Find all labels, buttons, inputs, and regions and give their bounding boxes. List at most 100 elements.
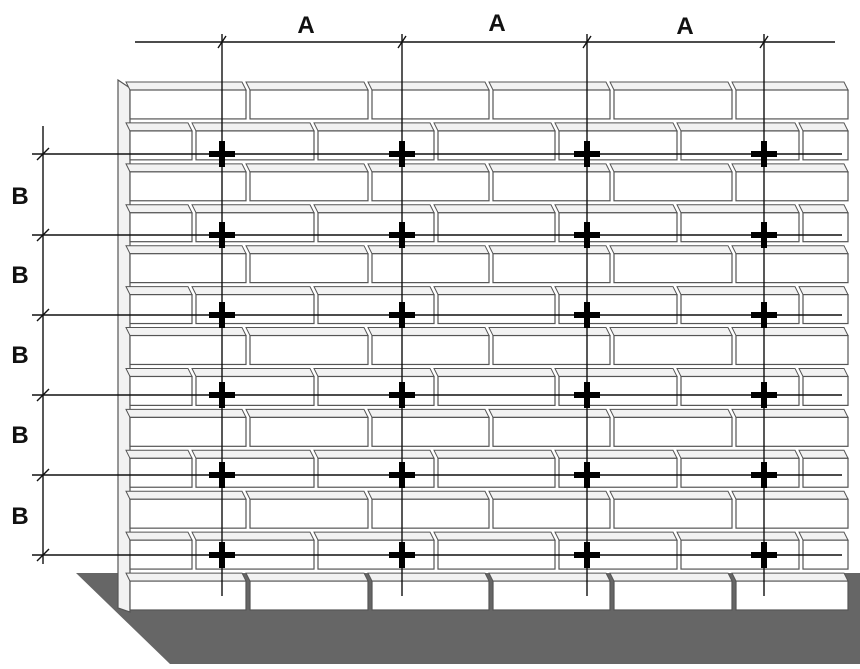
brick-top-face (125, 122, 193, 132)
cross-anchor-icon (584, 462, 590, 488)
brick (371, 416, 490, 447)
brick (129, 294, 193, 325)
brick-top-face (676, 449, 800, 459)
brick (437, 375, 556, 406)
brick (129, 457, 193, 488)
horizontal-dimension-tick (217, 35, 227, 49)
brick-top-face (245, 245, 369, 255)
brick-top-face (554, 449, 678, 459)
dimension-label-b-2: B (11, 262, 28, 289)
brick-top-face (125, 204, 193, 214)
brick (802, 294, 849, 325)
brick (129, 130, 193, 161)
brick (371, 334, 490, 366)
horizontal-dimension-tick (397, 35, 407, 49)
brick (129, 253, 247, 284)
brick (735, 334, 849, 366)
brick (371, 89, 490, 120)
brick (613, 580, 733, 611)
brick (680, 457, 800, 488)
cross-anchor-icon (219, 302, 225, 328)
brick-top-face (367, 81, 490, 91)
brick-top-face (125, 408, 247, 418)
cross-anchor-icon (399, 542, 405, 568)
cross-anchor-icon (219, 141, 225, 167)
brick (249, 580, 369, 611)
brick-top-face (433, 286, 556, 296)
brick-top-face (609, 327, 733, 337)
brick (129, 171, 247, 202)
brick-top-face (609, 163, 733, 173)
brick-top-face (731, 490, 849, 500)
dimension-label-a-1: A (297, 12, 314, 39)
cross-anchor-icon (761, 542, 767, 568)
brick (680, 294, 800, 325)
brick-top-face (676, 122, 800, 132)
dimension-label-b-4: B (11, 422, 28, 449)
vertical-dimension-tick (36, 468, 50, 482)
dimension-labels: A A A B B B B B (11, 10, 693, 530)
brick-top-face (125, 367, 193, 377)
brick-top-face (433, 122, 556, 132)
brick (249, 416, 369, 447)
wall-side-face (117, 78, 131, 613)
anchor-markers (209, 141, 777, 568)
brick-top-face (191, 449, 315, 459)
brick (437, 294, 556, 325)
brick (195, 375, 315, 406)
brick (735, 498, 849, 529)
cross-anchor-icon (399, 462, 405, 488)
cross-anchor-icon (584, 542, 590, 568)
brick-top-face (488, 408, 611, 418)
brick (613, 416, 733, 447)
brick (371, 253, 490, 284)
brick-top-face (191, 122, 315, 132)
brick-top-face (125, 245, 247, 255)
brick-top-face (313, 122, 435, 132)
brick (371, 171, 490, 202)
brick-top-face (731, 327, 849, 337)
brick (129, 334, 247, 366)
brick (249, 334, 369, 366)
cross-anchor-icon (399, 141, 405, 167)
cross-anchor-icon (399, 222, 405, 248)
cross-anchor-icon (584, 302, 590, 328)
brick-top-face (554, 286, 678, 296)
vertical-dimension-tick (36, 388, 50, 402)
brick (735, 253, 849, 284)
brick-top-face (609, 490, 733, 500)
cross-anchor-icon (584, 222, 590, 248)
brick-top-face (488, 490, 611, 500)
brick-top-face (798, 367, 849, 377)
brick-top-face (125, 572, 247, 582)
brick-top-face (488, 245, 611, 255)
brick-top-face (367, 163, 490, 173)
brick-wall (117, 78, 849, 613)
brick-top-face (609, 245, 733, 255)
cross-anchor-icon (219, 462, 225, 488)
cross-anchor-icon (761, 141, 767, 167)
cross-anchor-icon (399, 382, 405, 408)
vertical-dimension-tick (36, 147, 50, 161)
brick (492, 89, 611, 120)
brick-top-face (554, 367, 678, 377)
brick-top-face (191, 531, 315, 541)
brick-top-face (245, 490, 369, 500)
brick-top-face (433, 531, 556, 541)
brick-top-face (245, 408, 369, 418)
brick-top-face (313, 286, 435, 296)
brick (437, 130, 556, 161)
brick (735, 416, 849, 447)
brick-top-face (676, 531, 800, 541)
brick (317, 375, 435, 406)
brick (613, 498, 733, 529)
brick-top-face (191, 367, 315, 377)
brick (802, 130, 849, 161)
brick-top-face (609, 572, 733, 582)
brick-top-face (488, 327, 611, 337)
cross-anchor-icon (584, 382, 590, 408)
brick (558, 294, 678, 325)
brick (249, 498, 369, 529)
brick (317, 294, 435, 325)
